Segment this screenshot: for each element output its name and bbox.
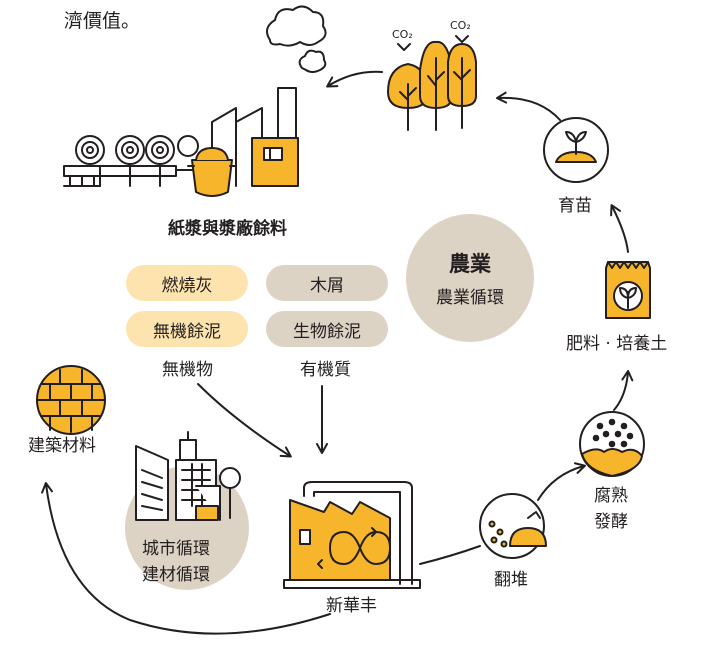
arrow-seedling-to-trees [496, 91, 561, 121]
seedling-icon [543, 117, 609, 183]
city-icon [125, 431, 249, 590]
factory-title: 紙漿與漿廠餘料 [168, 219, 287, 239]
turning-label: 翻堆 [494, 570, 528, 590]
header-text: 濟價值。 [64, 10, 141, 32]
trees-icon [387, 35, 477, 131]
seedling-label: 育苗 [558, 196, 592, 216]
ferment-label: 腐熟 [594, 486, 628, 506]
organic-label: 有機質 [300, 360, 351, 380]
agriculture-subtitle: 農業循環 [436, 288, 504, 308]
building-cycle-label: 建材循環 [142, 565, 210, 585]
fertilizer-bag-icon [605, 261, 651, 319]
arrow-plant-to-building [41, 482, 331, 635]
brick-icon [36, 365, 106, 435]
cloud-icon [265, 5, 327, 47]
co2-label: CO₂ [392, 28, 413, 41]
organic-item: 生物餘泥 [266, 311, 388, 347]
agriculture-title: 農業 [449, 252, 491, 276]
small-cloud-icon [298, 49, 327, 73]
paper-mill-icon [63, 87, 299, 197]
ferment-icon [579, 411, 645, 477]
arrow-trees-to-mill [326, 70, 383, 88]
arrow-inorganic-to-plant [197, 383, 292, 458]
compost-icon [479, 493, 547, 559]
building-material-label: 建築材料 [28, 436, 96, 456]
factory-icon [283, 481, 421, 589]
arrow-plant-to-compost [419, 545, 481, 565]
fertilizer-label: 肥料 · 培養土 [566, 334, 668, 354]
plant-label: 新華丰 [326, 596, 377, 616]
inorganic-label: 無機物 [162, 360, 213, 380]
arrow-ferment-to-fertilizer [613, 370, 634, 411]
organic-item: 木屑 [266, 265, 388, 301]
agriculture-circle-bg [406, 214, 534, 342]
arrow-fertilizer-to-seedling [610, 204, 629, 253]
inorganic-item: 無機餘泥 [126, 311, 248, 347]
city-cycle-label: 城市循環 [142, 539, 210, 559]
inorganic-item: 燃燒灰 [126, 265, 248, 301]
ferment-label: 發酵 [594, 512, 628, 532]
co2-label: CO₂ [450, 19, 471, 32]
arrow-compost-to-ferment [537, 462, 586, 501]
